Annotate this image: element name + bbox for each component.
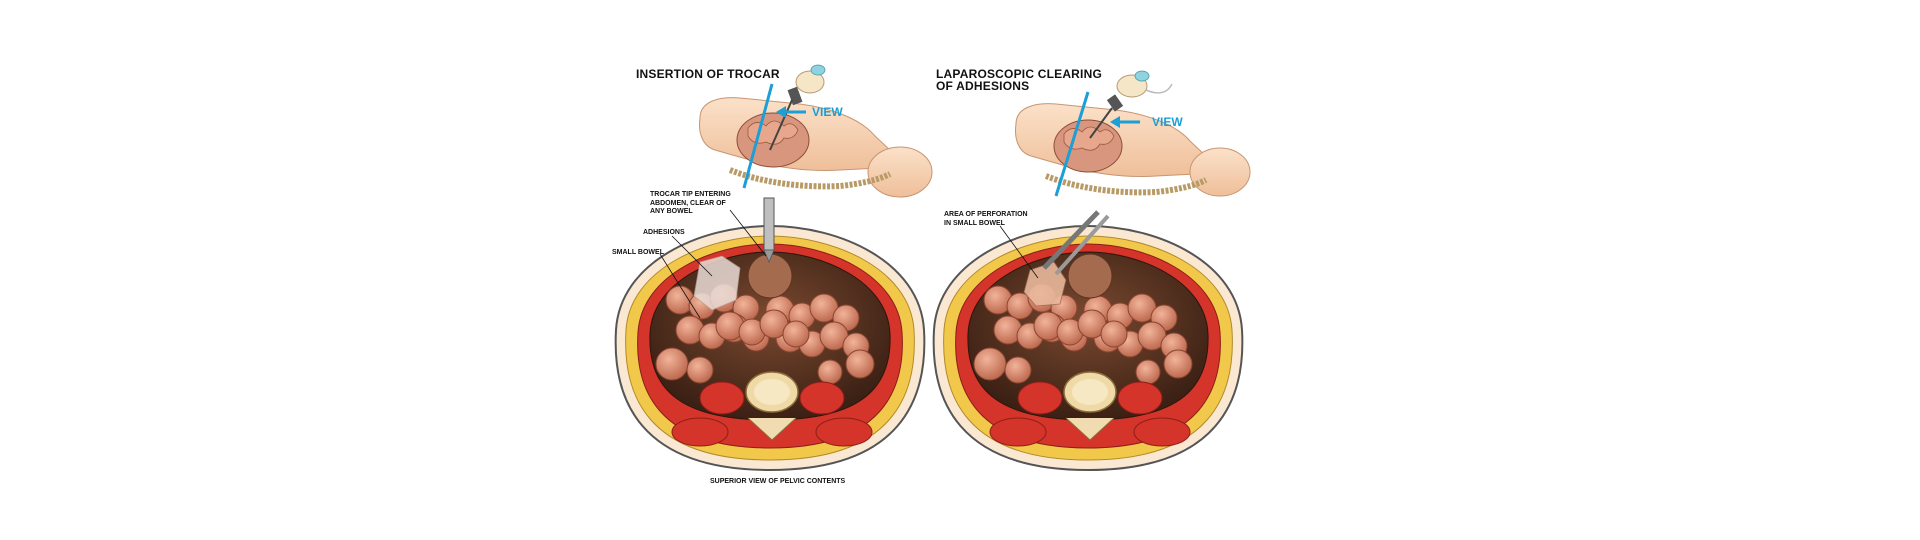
view-plane-line — [742, 83, 774, 189]
spine — [728, 167, 892, 190]
view-arrow-1 — [776, 106, 806, 118]
leader-lines-1 — [659, 209, 767, 319]
label-adhesions: ADHESIONS — [643, 229, 685, 236]
small-bowel-1 — [655, 283, 875, 385]
vertebra-2 — [1063, 371, 1117, 441]
label-trocar-tip: TROCAR TIP ENTERING ABDOMEN, CLEAR OF AN… — [650, 191, 731, 215]
trocar-hand-1 — [769, 64, 826, 151]
panel-2-title-line-1: LAPAROSCOPIC CLEARING — [936, 67, 1102, 81]
panel-2 — [932, 70, 1251, 472]
laparoscopic-instrument-b — [1054, 214, 1110, 276]
trocar-1 — [763, 197, 775, 251]
panel-2-view-label: VIEW — [1152, 115, 1183, 129]
psoas-muscle-right — [799, 381, 845, 415]
laparoscope-hand-2 — [1089, 70, 1173, 139]
psoas-muscle-left — [699, 381, 745, 415]
pelvic-cross-section-1 — [614, 197, 926, 472]
panel-1-view-label: VIEW — [812, 105, 843, 119]
label-small-bowel: SMALL BOWEL — [612, 249, 664, 256]
head — [867, 146, 933, 198]
view-plane-line — [1054, 91, 1090, 197]
panel-1-title-line-1: INSERTION OF TROCAR — [636, 67, 780, 81]
spine — [1044, 173, 1208, 196]
patient-body-profile-1 — [699, 97, 933, 198]
laparoscopic-instrument-a — [1042, 210, 1100, 270]
leader-lines-2 — [999, 225, 1039, 279]
pelvic-cross-section-2 — [932, 210, 1244, 472]
panel-2-title-line-2: OF ADHESIONS — [936, 79, 1030, 93]
bladder — [1067, 253, 1113, 299]
panel-1 — [614, 64, 933, 472]
head — [1189, 147, 1251, 197]
panel-2-title: LAPAROSCOPIC CLEARING OF ADHESIONS — [936, 68, 1102, 92]
figure-caption: SUPERIOR VIEW OF PELVIC CONTENTS — [710, 478, 846, 485]
label-perforation: AREA OF PERFORATION IN SMALL BOWEL — [944, 211, 1028, 227]
view-arrow-2 — [1110, 116, 1140, 128]
vertebra-1 — [745, 371, 799, 441]
small-bowel-2 — [973, 283, 1193, 385]
patient-body-profile-2 — [1015, 103, 1251, 197]
panel-1-title: INSERTION OF TROCAR — [636, 68, 780, 80]
